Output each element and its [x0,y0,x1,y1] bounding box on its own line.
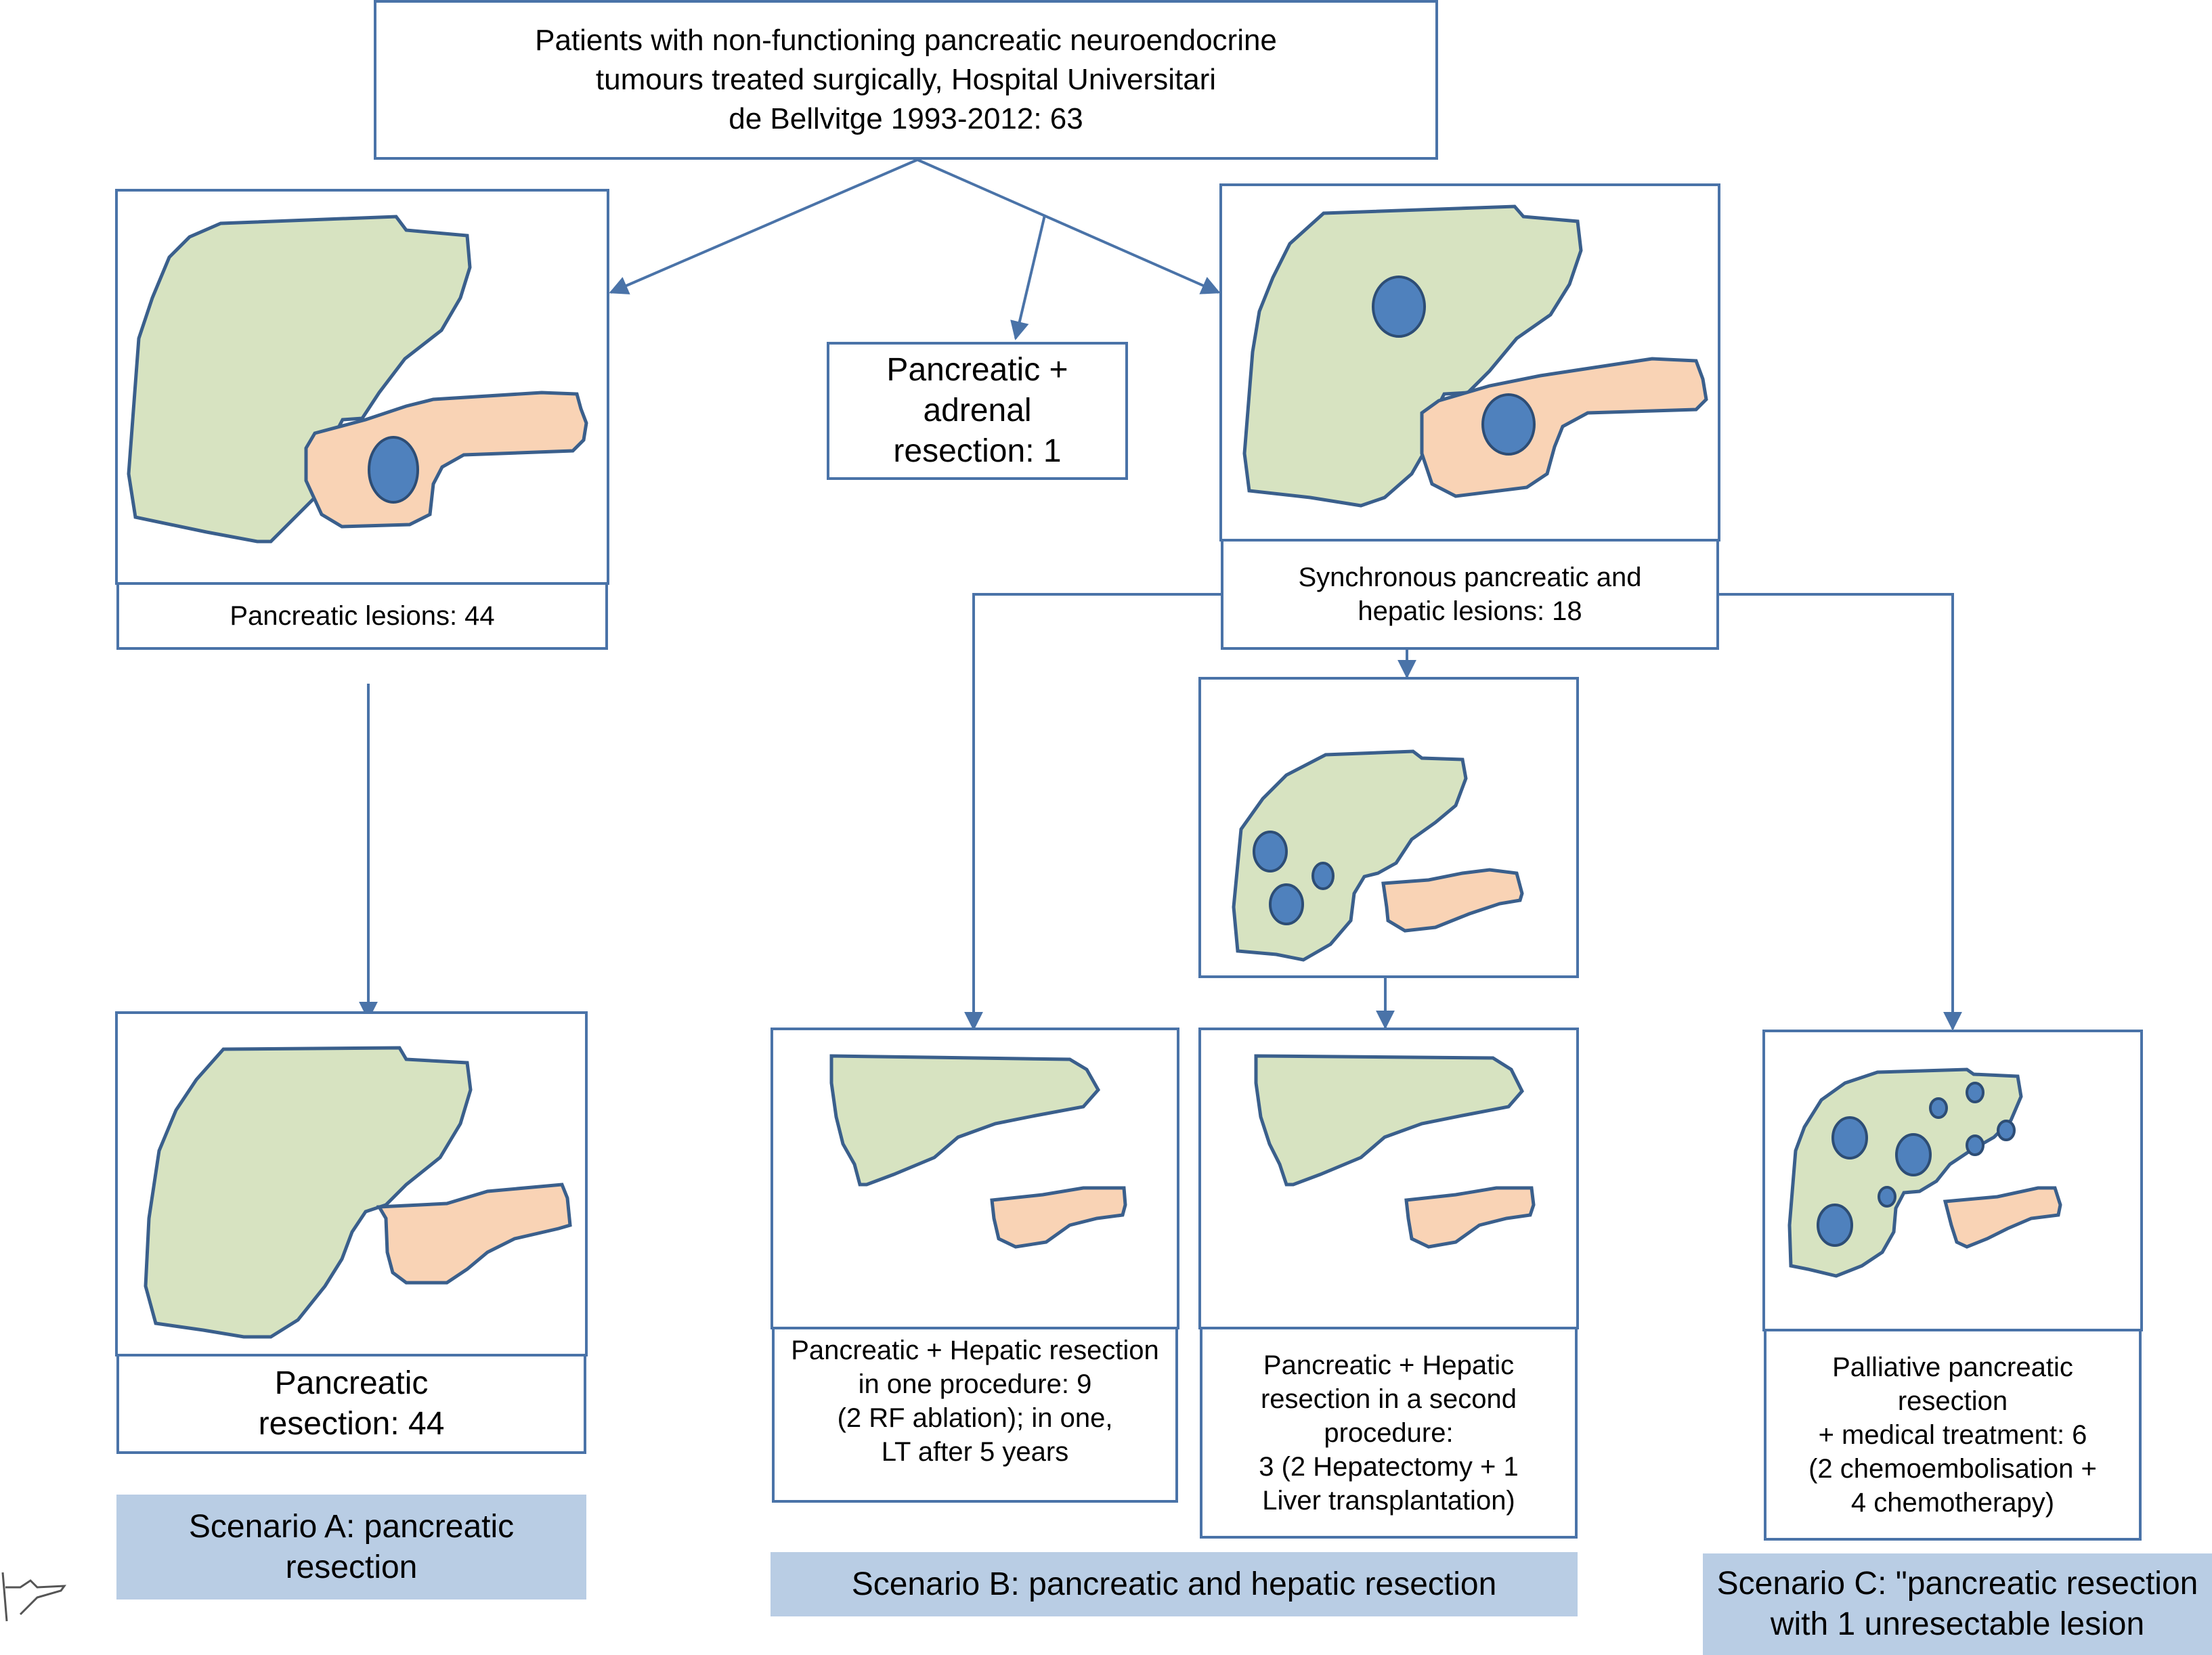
scenario-b-label: Scenario B: pancreatic and hepatic resec… [771,1552,1578,1616]
synchronous-lesions-box: Synchronous pancreatic and hepatic lesio… [1221,539,1719,650]
hepatic-tumour-icon [1253,831,1288,873]
hepatic-tumour-icon [1997,1120,2016,1141]
panel-pancreatic-lesions [115,189,609,585]
hepatic-tumour-icon [1895,1133,1932,1176]
scenario-a-label: Scenario A: pancreatic resection [116,1495,586,1599]
pancreas-shape [990,1186,1127,1249]
connectors [359,158,1962,1031]
panel-second-procedure [1198,1028,1579,1329]
arrow-to-adrenal [1010,215,1046,340]
hepatic-tumour-icon [1817,1204,1853,1247]
pancreatic-tumour-icon [368,436,419,504]
arrow-to-pancreatic-lesions [609,158,918,294]
hepatic-tumour-icon [1372,275,1426,338]
pancreas-shape [1381,868,1524,933]
hepatic-tumour-icon [1966,1134,1985,1156]
pancreas-shape [376,1183,572,1285]
panel-synchronous [1219,183,1720,542]
hepatic-tumour-icon [1831,1116,1868,1160]
title-box: Patients with non-functioning pancreatic… [374,0,1438,160]
liver-shape-resected [829,1054,1101,1187]
panel-synchronous-detail [1198,677,1579,978]
panel-scenario-a [115,1011,588,1356]
hepatic-tumour-icon [1878,1186,1896,1208]
adrenal-resection-box: Pancreatic + adrenal resection: 1 [827,342,1128,480]
liver-shape-resected [1254,1054,1524,1187]
palliative-box: Palliative pancreatic resection + medica… [1764,1329,2142,1541]
pancreatic-lesions-box: Pancreatic lesions: 44 [116,582,608,650]
hepatic-tumour-icon [1929,1097,1948,1119]
pancreatic-resection-box: Pancreatic resection: 44 [116,1354,586,1454]
stray-mark-icon [1,1572,67,1622]
second-procedure-box: Pancreatic + Hepatic resection in a seco… [1200,1327,1578,1539]
pancreas-shape [1943,1186,2062,1249]
hepatic-tumour-icon [1311,862,1335,890]
hepatic-tumour-icon [1269,883,1304,925]
panel-scenario-c [1762,1030,2143,1331]
hepatic-tumour-icon [1966,1082,1985,1103]
arrow-c-right [1718,593,1962,1031]
pancreas-shape [1420,357,1708,498]
scenario-c-label: Scenario C: "pancreatic resection with 1… [1703,1553,2212,1655]
panel-one-procedure [771,1028,1179,1329]
pancreas-shape [1404,1186,1536,1249]
arrow-to-synchronous [917,158,1221,294]
liver-shape [144,1046,473,1339]
pancreatic-tumour-icon [1481,393,1536,456]
arrow-b-left [964,593,1221,1031]
one-procedure-box: Pancreatic + Hepatic resection in one pr… [772,1327,1178,1503]
